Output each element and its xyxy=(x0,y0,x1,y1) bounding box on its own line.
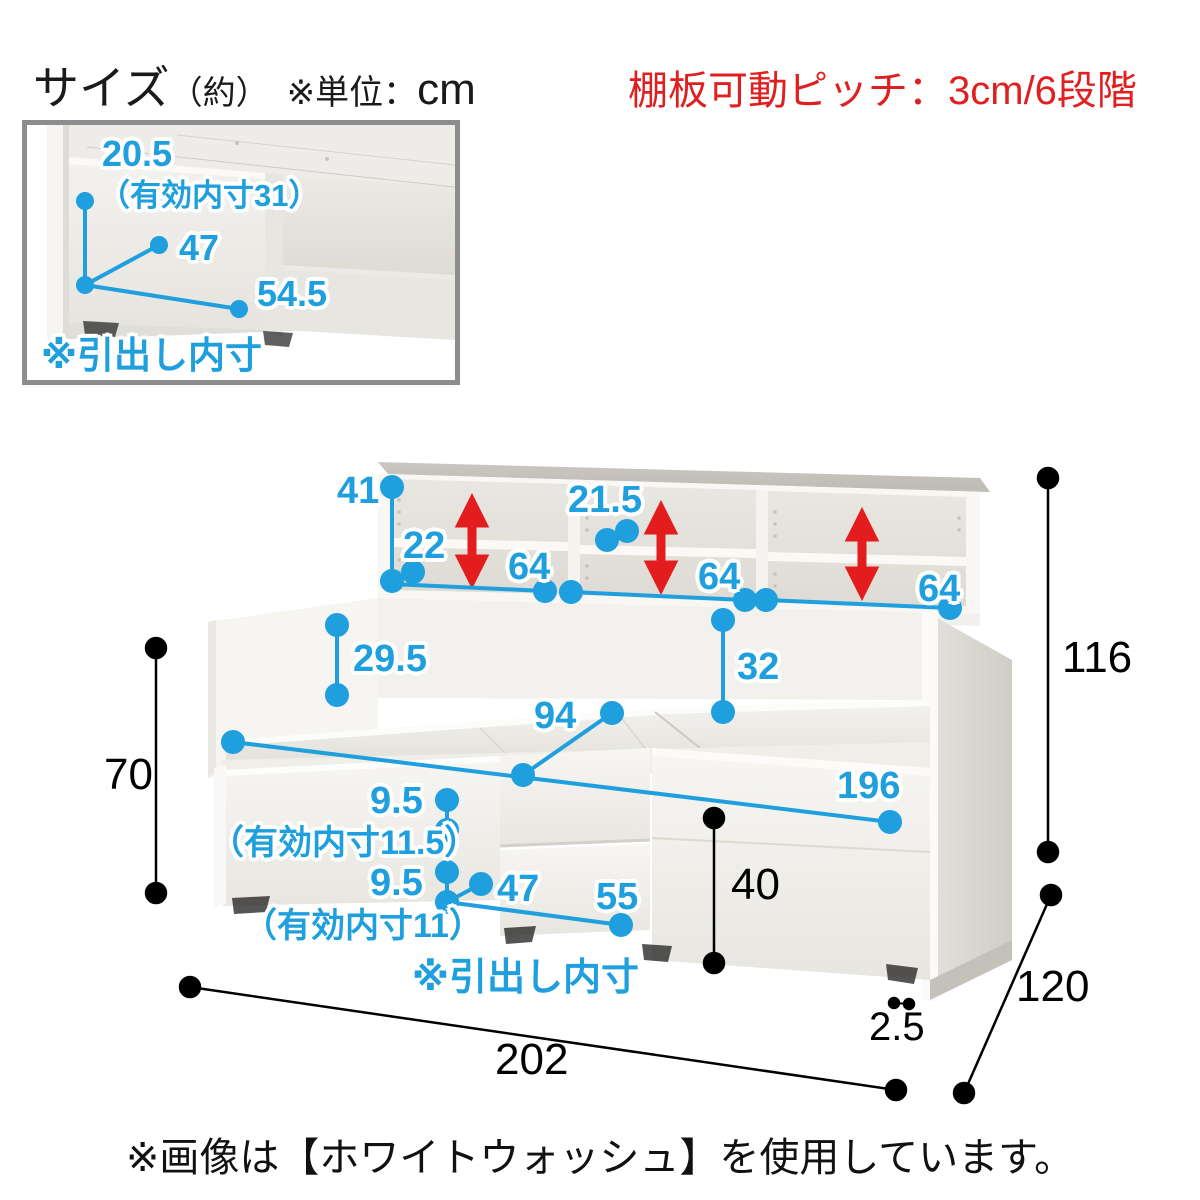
dim-116: 116 xyxy=(1062,633,1133,682)
unit-label: ※単位： xyxy=(286,74,418,112)
dim-32: 32 xyxy=(737,646,780,688)
drawer-detail-inset: 20.5 （有効内寸31） 47 54.5 ※引出し内寸 xyxy=(22,120,460,385)
dim-47: 47 xyxy=(497,868,540,910)
dim-21-5: 21.5 xyxy=(568,479,642,521)
dim-9-5-upper: 9.5 xyxy=(370,780,423,822)
size-approx: （約） xyxy=(169,74,269,111)
dim-202: 202 xyxy=(495,1035,569,1084)
dim-64-bay3: 64 xyxy=(918,568,961,610)
inset-dim-54-5: 54.5 xyxy=(257,273,328,314)
dim-70: 70 xyxy=(104,750,153,799)
line-120 xyxy=(962,894,1053,1094)
dim-22: 22 xyxy=(403,525,446,567)
inset-dim-20-5: 20.5 xyxy=(102,133,173,174)
dim-40: 40 xyxy=(731,860,780,909)
dim-9-5-lower: 9.5 xyxy=(370,862,423,904)
dim-9-5-upper-note: （有効内寸11.5） xyxy=(210,824,479,862)
dim-9-5-lower-note: （有効内寸11） xyxy=(243,907,483,945)
inset-dim-lines xyxy=(76,192,248,318)
dim-41: 41 xyxy=(337,470,380,512)
dim-2-5: 2.5 xyxy=(869,1005,925,1049)
line-202 xyxy=(189,985,897,1092)
inset-caption: ※引出し内寸 xyxy=(41,335,262,376)
dim-64-bay2: 64 xyxy=(698,556,741,598)
dim-29-5: 29.5 xyxy=(353,638,427,680)
drawer-inner-caption: ※引出し内寸 xyxy=(412,957,639,999)
page-title: サイズ（約） ※単位：cm xyxy=(33,52,476,118)
dim-94: 94 xyxy=(534,695,577,737)
dim-196: 196 xyxy=(837,765,901,807)
inset-dim-47: 47 xyxy=(179,227,220,268)
unit-value: cm xyxy=(417,65,476,114)
inset-dim-20-5-note: （有効内寸31） xyxy=(99,178,320,213)
footer-note: ※画像は【ホワイトウォッシュ】を使用しています。 xyxy=(125,1136,1075,1180)
dim-64-bay1: 64 xyxy=(508,546,551,588)
size-label: サイズ xyxy=(33,62,170,114)
dim-55: 55 xyxy=(596,876,639,918)
shelf-pitch-note: 棚板可動ピッチ：3cm/6段階 xyxy=(628,69,1137,113)
dim-120: 120 xyxy=(1016,962,1090,1011)
